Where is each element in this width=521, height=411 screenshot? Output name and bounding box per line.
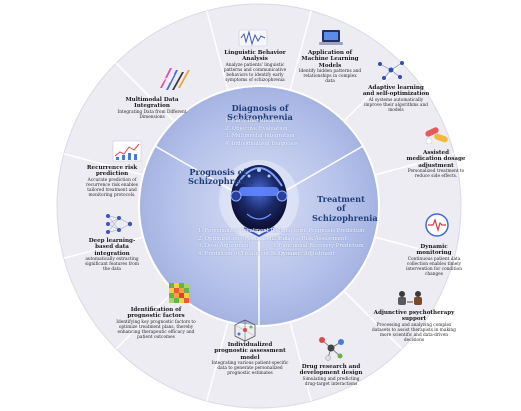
segment-recurrence-risk: Recurrence risk prediction Accurate pred… <box>78 165 146 199</box>
treatment-items: 1. Long-term Prognosis Prediction 2. Rel… <box>272 228 372 259</box>
treatment-item: 3. Functional Recovery Prediction <box>272 243 364 250</box>
ai-head-icon <box>219 160 299 240</box>
3d-cube-icon <box>234 319 256 342</box>
molecule-icon <box>319 337 344 361</box>
segment-divider <box>374 152 455 176</box>
segment-title: Drug research and development design <box>299 364 363 377</box>
neural-network-icon <box>106 214 133 234</box>
segment-medication-dosage: Assisted medication dosage adjustment Pe… <box>406 150 466 180</box>
segment-title: Adaptive learning and self-optimization <box>362 85 430 98</box>
multimodal-charts-icon <box>160 68 190 90</box>
segment-deep-learning: Deep learning-based data integration aut… <box>82 238 142 273</box>
segment-desc: AI systems automatically improve their a… <box>364 97 428 113</box>
network-nodes-icon <box>378 61 404 80</box>
segment-divider <box>115 290 175 350</box>
diagnosis-title: Diagnosis of Schizophrenia <box>227 103 293 123</box>
prognosis-items: 1. Personalized Treatment Plan 2. Optimi… <box>198 228 298 259</box>
segment-desc: automatically extracting significant fea… <box>85 257 139 273</box>
segment-divider <box>343 290 403 350</box>
segment-title: Recurrence risk prediction <box>86 165 138 178</box>
diagnosis-items: 1. Early Identification 2. Objective Eva… <box>225 118 315 149</box>
segment-machine-learning: Application of Machine Learning Models I… <box>298 50 362 85</box>
risk-chart-icon <box>112 140 142 162</box>
prognosis-item: 3. Dose Adjustment <box>198 243 251 250</box>
segment-divider <box>205 321 229 402</box>
segment-title: Identification of prognostic factors <box>127 307 185 320</box>
laptop-icon <box>319 30 343 45</box>
segment-desc: Integrating Data from Different Dimensio… <box>117 109 187 120</box>
diagnosis-item: 1. Early Identification <box>225 118 284 124</box>
segment-divider <box>289 10 313 91</box>
segment-desc: Analyze patients' linguistic patterns an… <box>223 62 287 83</box>
segment-desc: Processing and analyzing complex dataset… <box>372 322 456 343</box>
diagnosis-item: 4. Individualized Diagnosis <box>225 141 298 148</box>
segment-desc: Integrating various patient-specific dat… <box>211 361 289 377</box>
segment-title: Assisted medication dosage adjustment <box>406 150 466 169</box>
segment-title: Linguistic Behavior Analysis <box>224 50 286 63</box>
segment-divider <box>289 321 313 402</box>
segment-title: Adjunctive psychotherapy support <box>373 310 455 323</box>
segment-divider <box>205 10 229 91</box>
diagnosis-item: 3. Multimodal Integration <box>225 133 295 140</box>
segment-dividers <box>63 10 455 402</box>
segment-desc: Simulating and predicting drug-target in… <box>302 376 360 387</box>
segment-divider <box>115 62 175 122</box>
treatment-item: 1. Long-term Prognosis Prediction <box>272 228 365 234</box>
segment-title: Dynamic monitoring <box>416 244 452 257</box>
segment-multimodal-integration: Multimodal Data Integration Integrating … <box>113 97 191 121</box>
segment-divider <box>374 236 455 260</box>
segment-title: Application of Machine Learning Models <box>301 50 359 69</box>
segment-desc: Accurate prediction of recurrence risk e… <box>86 177 138 198</box>
treatment-item: 4. Dynamic Adjustment <box>272 251 335 258</box>
heatmap-grid-icon <box>169 283 189 303</box>
segment-linguistic-behavior: Linguistic Behavior Analysis Analyze pat… <box>216 50 294 84</box>
diagnosis-item: 2. Objective Evaluation <box>225 125 288 132</box>
pills-icon <box>425 127 448 145</box>
segment-adaptive-learning: Adaptive learning and self-optimization … <box>362 85 430 114</box>
segment-title: Deep learning-based data integration <box>88 238 136 257</box>
prognosis-item: 1. Personalized Treatment Plan <box>198 228 283 234</box>
speech-waveform-icon <box>238 29 268 47</box>
segment-dynamic-monitoring: Dynamic monitoring Continuous patient da… <box>402 244 466 278</box>
segment-prognostic-factors: Identification of prognostic factors Ide… <box>116 307 196 341</box>
segment-prognostic-model: Individualized prognostic assessment mod… <box>210 342 290 377</box>
segment-divider <box>63 152 144 176</box>
treatment-title: Treatment of Schizophrenia <box>312 194 378 223</box>
segment-divider <box>63 236 144 260</box>
segment-title: Multimodal Data Integration <box>125 97 179 110</box>
therapy-session-icon <box>398 291 422 305</box>
segment-drug-research: Drug research and development design Sim… <box>296 364 366 388</box>
segment-psychotherapy-support: Adjunctive psychotherapy support Process… <box>372 310 456 344</box>
treatment-item: 2. Relapse Risk Assessment <box>272 235 347 242</box>
segment-divider <box>343 62 403 122</box>
segment-title: Individualized prognostic assessment mod… <box>214 342 286 361</box>
segment-desc: Personalized treatment to reduce side ef… <box>407 169 465 180</box>
segment-desc: Identifying key prognostic factors to op… <box>116 319 196 340</box>
prognosis-item: 4. Prediction of Treatment Response <box>198 251 297 258</box>
prognosis-title: Prognosis of Schizophrenia <box>188 167 254 187</box>
heart-monitor-icon <box>425 213 449 237</box>
prognosis-item: 2. Optimization of Drug Selection <box>198 235 289 242</box>
segment-desc: Continuous patient data collection enabl… <box>406 256 462 277</box>
segment-desc: Identify hidden patterns and relationshi… <box>298 69 362 85</box>
